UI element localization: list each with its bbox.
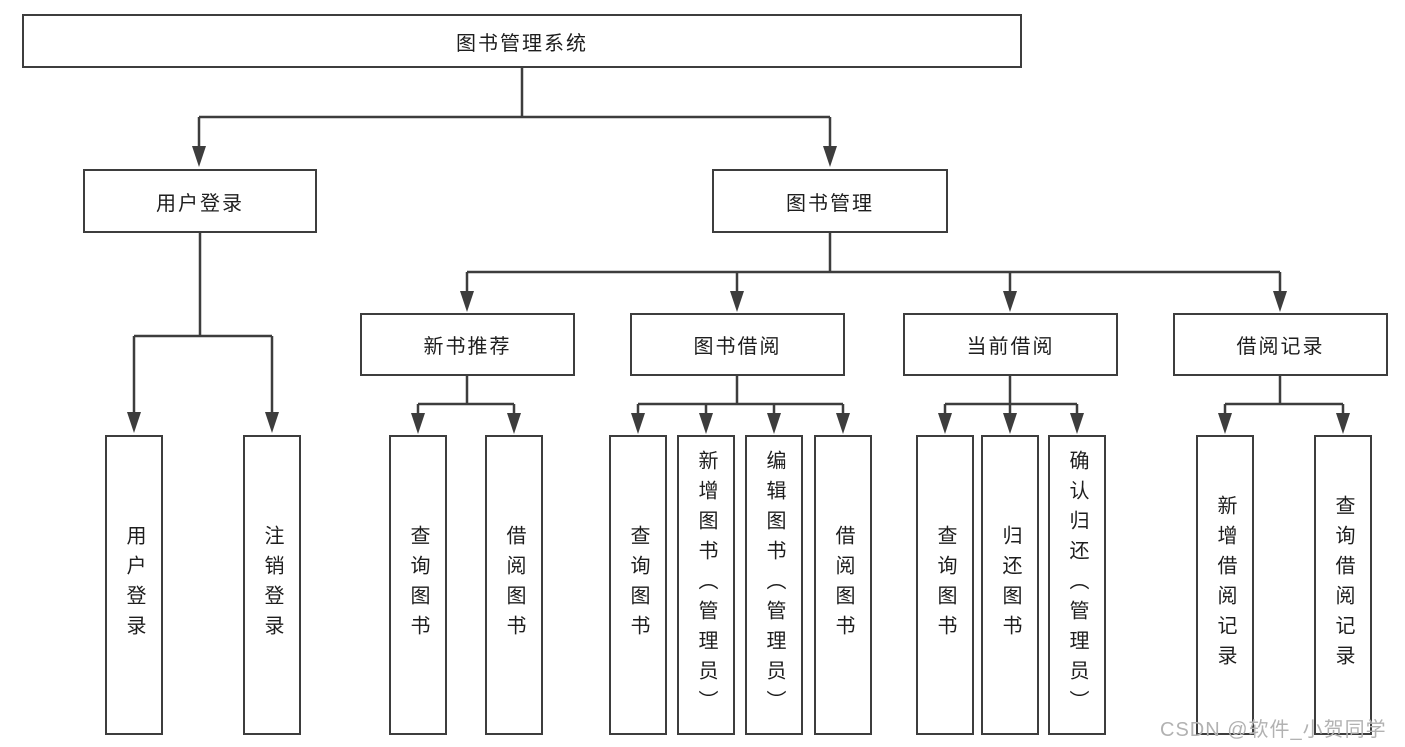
node-leaf-logout: 注销登录 bbox=[243, 435, 301, 735]
node-leaf-query-borrow-record: 查询借阅记录 bbox=[1314, 435, 1372, 735]
node-leaf-add-books-admin: 新增图书（管理员） bbox=[677, 435, 735, 735]
node-leaf-borrow-books: 借阅图书 bbox=[814, 435, 872, 735]
node-book-management-group: 图书管理 bbox=[712, 169, 948, 233]
node-leaf-edit-books-admin: 编辑图书（管理员） bbox=[745, 435, 803, 735]
node-borrowing-records: 借阅记录 bbox=[1173, 313, 1388, 376]
watermark: CSDN @软件_小贺同学 bbox=[1160, 719, 1387, 741]
node-leaf-return-books: 归还图书 bbox=[981, 435, 1039, 735]
node-leaf-user-login: 用户登录 bbox=[105, 435, 163, 735]
node-system-root: 图书管理系统 bbox=[22, 14, 1022, 68]
arrowhead-icons bbox=[127, 146, 1350, 434]
node-current-borrowing: 当前借阅 bbox=[903, 313, 1118, 376]
node-leaf-query-books-recommend: 查询图书 bbox=[389, 435, 447, 735]
node-leaf-query-books-borrowing: 查询图书 bbox=[609, 435, 667, 735]
node-new-book-recommendation: 新书推荐 bbox=[360, 313, 575, 376]
node-leaf-add-borrow-record: 新增借阅记录 bbox=[1196, 435, 1254, 735]
node-leaf-query-books-current: 查询图书 bbox=[916, 435, 974, 735]
node-leaf-confirm-return-admin: 确认归还（管理员） bbox=[1048, 435, 1106, 735]
node-user-login-group: 用户登录 bbox=[83, 169, 317, 233]
node-leaf-borrow-books-recommend: 借阅图书 bbox=[485, 435, 543, 735]
node-book-borrowing: 图书借阅 bbox=[630, 313, 845, 376]
